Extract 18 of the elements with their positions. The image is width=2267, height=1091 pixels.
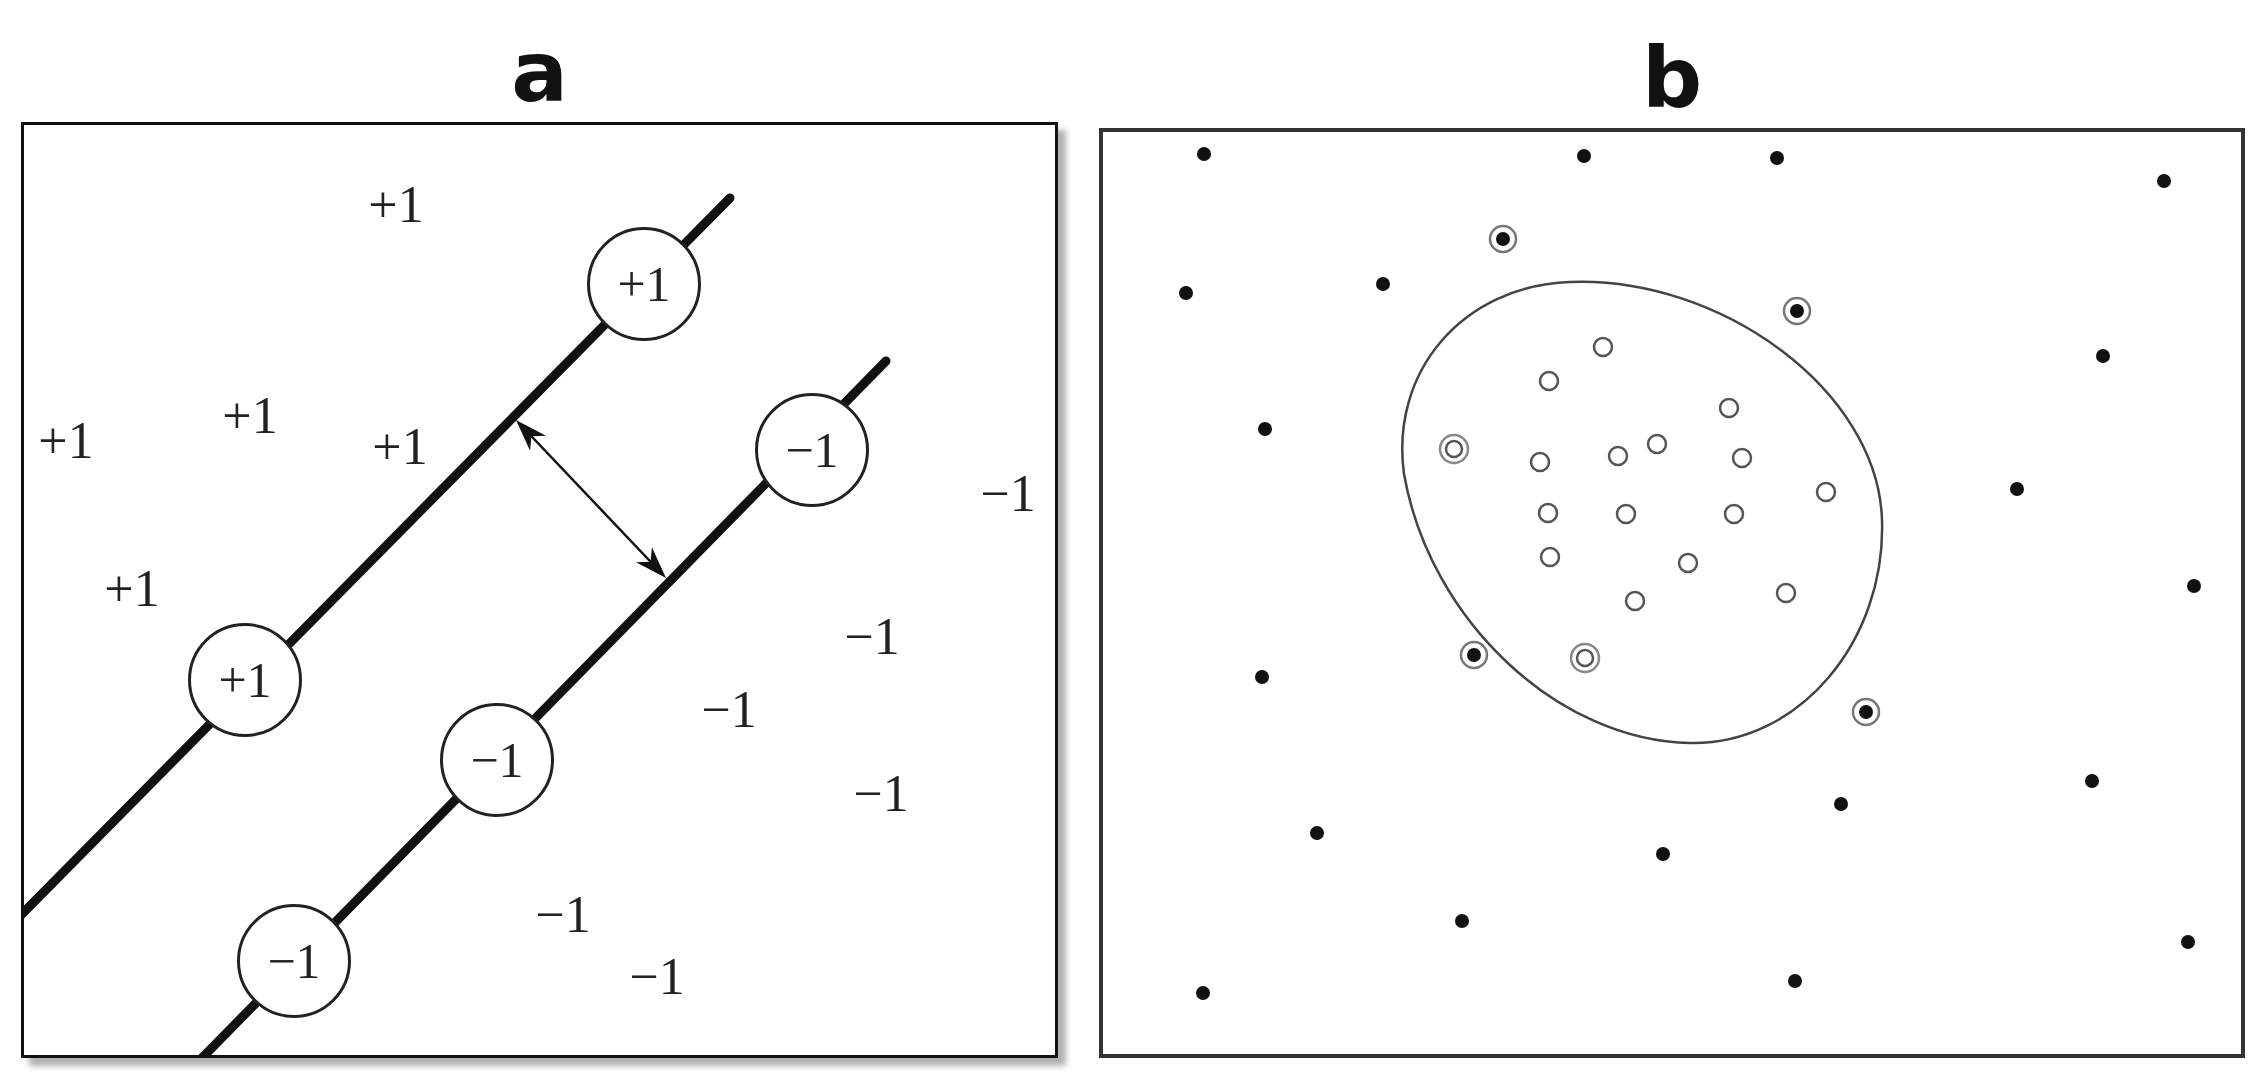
- class-label: −1: [535, 889, 591, 941]
- panel-label: b: [1641, 33, 1703, 123]
- class-label: +1: [368, 179, 424, 231]
- class-label: +1: [222, 390, 278, 442]
- circled-label: +1: [587, 227, 701, 341]
- class-label: −1: [853, 768, 909, 820]
- class-label: +1: [38, 415, 94, 467]
- class-label: +1: [104, 563, 160, 615]
- circled-label: +1: [188, 623, 302, 737]
- circled-label: −1: [755, 393, 869, 507]
- class-label: −1: [701, 684, 757, 736]
- circled-label: −1: [237, 904, 351, 1018]
- panel-label: a: [511, 27, 568, 117]
- class-label: −1: [844, 611, 900, 663]
- circled-label: −1: [440, 703, 554, 817]
- class-label: −1: [629, 951, 685, 1003]
- class-label: −1: [980, 468, 1036, 520]
- class-label: +1: [372, 421, 428, 473]
